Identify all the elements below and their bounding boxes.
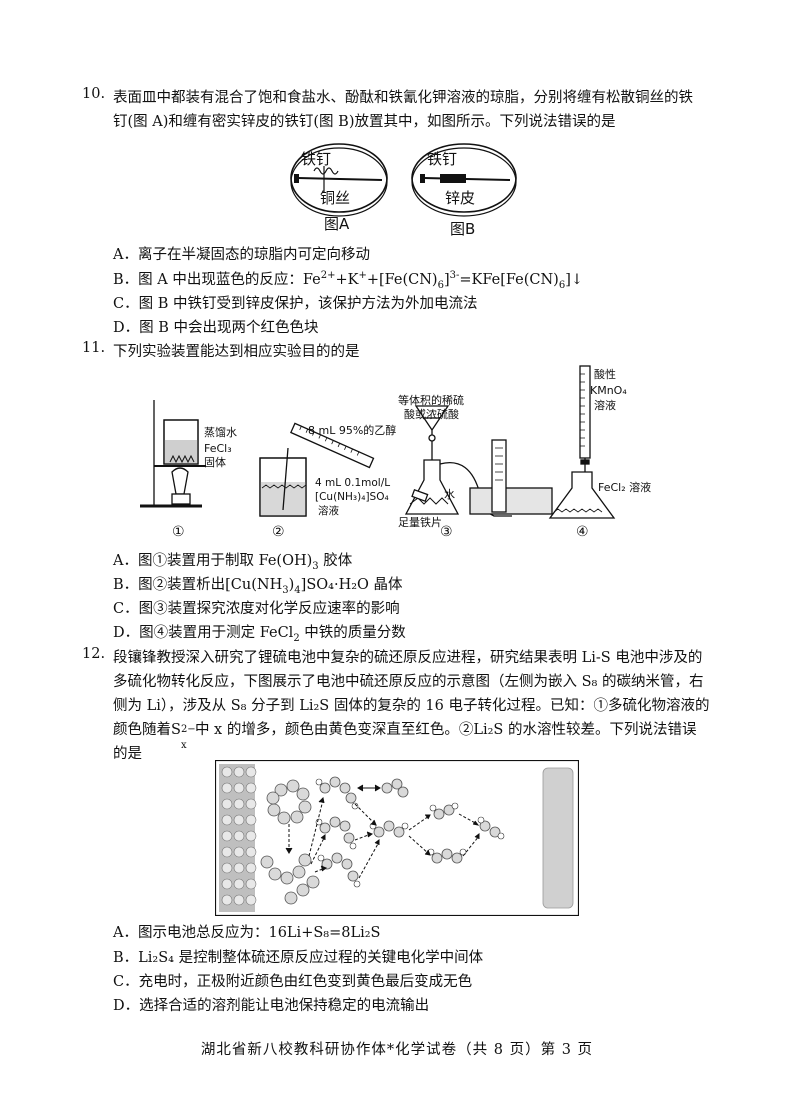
apparatus-4-label-solution: 溶液 (594, 398, 616, 412)
question-10-option-a: A．离子在半凝固态的琼脂内可定向移动 (113, 247, 370, 263)
question-12-stem-line-2: 多硫化物转化反应，下图展示了电池中硫还原反应的示意图（左侧为嵌入 S₈ 的碳纳米… (113, 674, 704, 690)
apparatus-3-label-acid1: 等体积的稀硫 (398, 393, 464, 407)
question-12-figure (214, 759, 580, 917)
page-footer: 湖北省新八校教科研协作体*化学试卷（共 8 页）第 3 页 (200, 1042, 594, 1058)
question-11-option-c: C．图③装置探究浓度对化学反应速率的影响 (113, 601, 400, 617)
apparatus-3-number: ③ (440, 524, 453, 540)
apparatus-4-number: ④ (576, 524, 589, 540)
question-12-option-a: A．图示电池总反应为：16Li+S₈=8Li₂S (113, 925, 381, 941)
question-12-stem-line-3: 侧为 Li），涉及从 S₈ 分子到 Li₂S 固体的复杂的 16 电子转化过程。… (113, 698, 710, 714)
carbon-nanotube (219, 764, 257, 912)
dish-a: 铁钉 铜丝 图A (290, 143, 388, 233)
apparatus-1-label-fecl3: FeCl₃ (204, 442, 232, 455)
apparatus-2-label-solution: 溶液 (318, 504, 339, 517)
dish-a-caption: 图A (324, 215, 350, 233)
dish-a-wire-label: 铜丝 (320, 189, 350, 207)
apparatus-4: 酸性 KMnO₄ 溶液 FeCl₂ 溶液 ④ (548, 365, 651, 540)
question-10-number: 10. (82, 86, 106, 102)
question-10-option-c: C．图 B 中铁钉受到锌皮保护，该保护方法为外加电流法 (113, 296, 478, 312)
dish-b: 铁钉 锌皮 图B (411, 143, 517, 238)
question-11-figure: 蒸馏水 FeCl₃ 固体 ① 8 mL 95%的乙醇 4 mL 0.1mol/L… (140, 360, 670, 545)
apparatus-1-label-water: 蒸馏水 (204, 425, 237, 439)
question-12-stem-line-5: 的是 (113, 746, 142, 762)
dish-a-nail-label: 铁钉 (301, 150, 331, 168)
lithium-electrode (542, 767, 574, 909)
apparatus-1: 蒸馏水 FeCl₃ 固体 ① (140, 400, 237, 540)
apparatus-1-number: ① (172, 524, 185, 540)
dish-b-nail-label: 铁钉 (427, 150, 457, 168)
dish-b-zinc-label: 锌皮 (445, 189, 475, 207)
question-12-option-b: B．Li₂S₄ 是控制整体硫还原反应过程的关键电化学中间体 (113, 950, 484, 966)
apparatus-2-number: ② (272, 524, 285, 540)
apparatus-3-label-water: 水 (444, 488, 455, 501)
dish-b-caption: 图B (450, 220, 475, 238)
question-10-option-b: B．图 A 中出现蓝色的反应：Fe2++K++[Fe(CN)6]3-=KFe[F… (113, 270, 584, 291)
polysulfide-chain-mid (319, 776, 501, 882)
apparatus-2: 8 mL 95%的乙醇 4 mL 0.1mol/L [Cu(NH₃)₄]SO₄ … (259, 422, 396, 540)
question-11-option-a: A．图①装置用于制取 Fe(OH)3 胶体 (113, 553, 353, 572)
apparatus-2-label-conc: 4 mL 0.1mol/L (315, 477, 390, 489)
apparatus-4-label-kmno4: KMnO₄ (590, 384, 627, 397)
question-12-number: 12. (82, 646, 106, 662)
apparatus-2-label-complex: [Cu(NH₃)₄]SO₄ (315, 491, 389, 503)
reaction-arrows (285, 784, 480, 879)
question-10-stem-line-2: 钉(图 A)和缠有密实锌皮的铁钉(图 B)放置其中，如图所示。下列说法错误的是 (113, 114, 616, 130)
question-11-option-d: D．图④装置用于测定 FeCl2 中铁的质量分数 (113, 625, 406, 644)
question-12-option-c: C．充电时，正极附近颜色由红色变到黄色最后变成无色 (113, 974, 473, 990)
apparatus-3-label-acid2: 酸或浓硫酸 (404, 407, 459, 421)
question-10-figure: 铁钉 铜丝 图A 铁钉 锌皮 图B (284, 130, 524, 240)
apparatus-3: 等体积的稀硫 酸或浓硫酸 水 足量铁片 ③ (398, 393, 553, 540)
apparatus-1-label-solid: 固体 (204, 455, 226, 469)
question-11-option-b: B．图②装置析出[Cu(NH3)4]SO₄·H₂O 晶体 (113, 577, 403, 596)
question-12-option-d: D．选择合适的溶剂能让电池保持稳定的电流输出 (113, 998, 430, 1014)
question-12-stem-line-1: 段镶锋教授深入研究了锂硫电池中复杂的硫还原反应进程，研究结果表明 Li-S 电池… (113, 650, 703, 666)
apparatus-2-label-ethanol: 8 mL 95%的乙醇 (308, 423, 396, 437)
question-10-option-d: D．图 B 中会出现两个红色色块 (113, 320, 319, 336)
apparatus-3-label-iron: 足量铁片 (398, 516, 442, 529)
s8-ring (266, 779, 312, 825)
question-11-number: 11. (82, 340, 106, 356)
question-10-stem-line-1: 表面皿中都装有混合了饱和食盐水、酚酞和铁氰化钾溶液的琼脂，分别将缠有松散铜丝的铁 (113, 90, 693, 106)
apparatus-4-label-acidic: 酸性 (594, 367, 616, 381)
apparatus-4-label-fecl2: FeCl₂ 溶液 (598, 480, 651, 494)
polysulfide-chain-long (260, 853, 320, 905)
question-11-stem: 下列实验装置能达到相应实验目的的是 (113, 344, 360, 360)
